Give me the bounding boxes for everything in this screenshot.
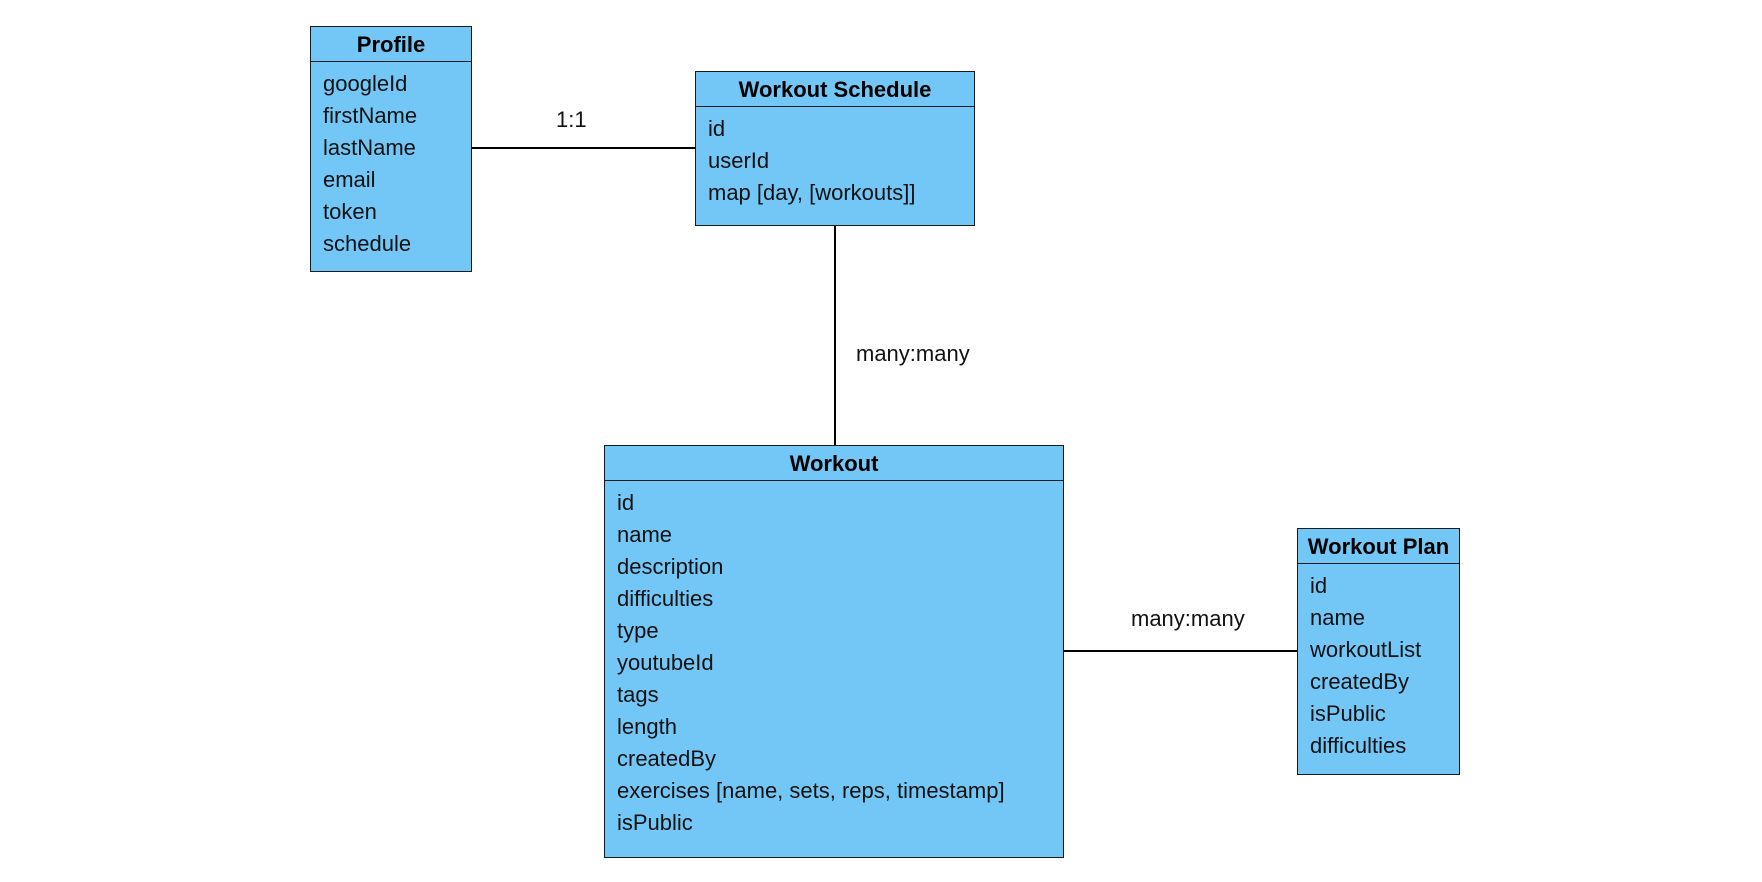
field-item: firstName <box>323 103 418 128</box>
entity-title: Workout Plan <box>1298 529 1459 564</box>
field-item: schedule <box>323 231 412 256</box>
field-item: difficulties <box>1310 733 1407 758</box>
field-item: googleId <box>323 71 408 96</box>
entity-workout-plan[interactable]: Workout Plan id name workoutList created… <box>1297 528 1460 775</box>
entity-fields: id name workoutList createdBy isPublic d… <box>1298 564 1459 762</box>
entity-title: Workout Schedule <box>696 72 974 107</box>
field-item: description <box>617 554 724 579</box>
field-item: map [day, [workouts]] <box>708 180 916 205</box>
field-item: name <box>1310 605 1366 630</box>
entity-title: Profile <box>311 27 471 62</box>
field-item: tags <box>617 682 659 707</box>
field-item: length <box>617 714 677 739</box>
relationship-label-workout-plan: many:many <box>1131 606 1245 631</box>
field-item: difficulties <box>617 586 714 611</box>
entity-fields: googleId firstName lastName email token … <box>311 62 471 260</box>
field-item: userId <box>708 148 770 173</box>
entity-fields: id userId map [day, [workouts]] <box>696 107 974 209</box>
field-item: id <box>1310 573 1328 598</box>
field-item: workoutList <box>1310 637 1422 662</box>
field-item: isPublic <box>1310 701 1386 726</box>
field-item: createdBy <box>617 746 717 771</box>
field-item: email <box>323 167 376 192</box>
field-item: token <box>323 199 377 224</box>
entity-fields: id name description difficulties type yo… <box>605 481 1063 839</box>
relationship-label-profile-schedule: 1:1 <box>556 107 587 132</box>
relationship-label-schedule-workout: many:many <box>856 341 970 366</box>
entity-profile[interactable]: Profile googleId firstName lastName emai… <box>310 26 472 272</box>
entity-title: Workout <box>605 446 1063 481</box>
field-item: id <box>617 490 635 515</box>
entity-workout-schedule[interactable]: Workout Schedule id userId map [day, [wo… <box>695 71 975 226</box>
field-item: id <box>708 116 726 141</box>
field-item: exercises [name, sets, reps, timestamp] <box>617 778 1005 803</box>
entity-workout[interactable]: Workout id name description difficulties… <box>604 445 1064 858</box>
field-item: isPublic <box>617 810 693 835</box>
field-item: lastName <box>323 135 416 160</box>
field-item: name <box>617 522 673 547</box>
field-item: type <box>617 618 659 643</box>
field-item: createdBy <box>1310 669 1410 694</box>
field-item: youtubeId <box>617 650 714 675</box>
